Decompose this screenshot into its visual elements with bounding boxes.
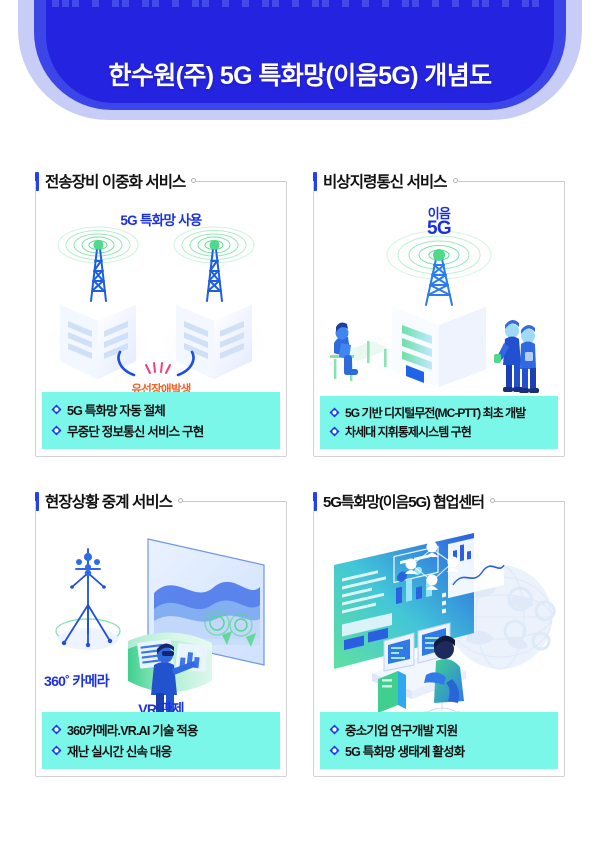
card-bullet-list: 중소기업 연구개발 지원 5G 특화망 생태계 활성화 — [320, 711, 558, 769]
card-title: 5G특화망(이음5G) 협업센터 — [323, 493, 485, 511]
card-field-relay: 현장상황 중계 서비스 — [35, 488, 287, 777]
card-bullet-list: 5G 특화망 자동 절체 무중단 정보통신 서비스 구현 — [42, 391, 280, 449]
diamond-bullet-icon — [329, 426, 340, 436]
bullet-text: 5G 특화망 자동 절체 — [67, 404, 166, 418]
list-item: 360카메라.VR.AI 기술 적용 — [51, 720, 271, 739]
card-collaboration-center: 5G특화망(이음5G) 협업센터 — [313, 488, 565, 777]
bullet-text: 중소기업 연구개발 지원 — [345, 724, 458, 738]
list-item: 5G 기반 디지털무전(MC-PTT) 최초 개발 — [329, 404, 549, 421]
diamond-bullet-icon — [51, 404, 62, 415]
title-accent-bar — [35, 171, 39, 191]
card-connector-line — [452, 178, 565, 183]
illustration-360-camera-vr — [36, 513, 286, 719]
connector-node-icon — [489, 498, 495, 503]
card-title: 비상지령통신 서비스 — [323, 174, 448, 191]
card-body: 5G 특화망 사용 유선장애발생 5G 특화망 자동 절체 무중단 정보통신 서… — [35, 181, 287, 457]
bullet-text: 차세대 지휘통제시스템 구현 — [345, 424, 472, 439]
connector-node-icon — [191, 178, 197, 183]
card-transmission-redundancy: 전송장비 이중화 서비스 — [35, 168, 287, 457]
list-item: 차세대 지휘통제시스템 구현 — [329, 423, 549, 440]
diamond-bullet-icon — [51, 425, 62, 435]
title-accent-bar — [35, 491, 39, 511]
list-item: 재난 실시간 신속 대응 — [51, 741, 271, 760]
title-accent-bar — [313, 171, 317, 191]
card-connector-line — [489, 498, 565, 503]
illustration-command-tower — [314, 193, 564, 399]
connector-node-icon — [452, 178, 458, 183]
list-item: 무중단 정보통신 서비스 구현 — [51, 421, 271, 440]
art-label-ieum: 이음 — [427, 206, 451, 221]
card-emergency-command: 비상지령통신 서비스 — [313, 168, 565, 457]
diamond-bullet-icon — [329, 745, 340, 755]
card-body: 중소기업 연구개발 지원 5G 특화망 생태계 활성화 — [313, 501, 565, 777]
art-label-5g: 5G — [427, 218, 452, 239]
bullet-text: 무중단 정보통신 서비스 구현 — [67, 424, 204, 439]
card-header: 전송장비 이중화 서비스 — [35, 168, 287, 194]
card-header: 현장상황 중계 서비스 — [35, 488, 287, 514]
art-label-network-usage: 5G 특화망 사용 — [120, 213, 202, 228]
illustration-dual-towers — [36, 193, 286, 399]
bullet-text: 360카메라.VR.AI 기술 적용 — [67, 724, 199, 738]
card-header: 비상지령통신 서비스 — [313, 168, 565, 194]
bullet-text: 재난 실시간 신속 대응 — [67, 744, 172, 759]
diamond-bullet-icon — [329, 724, 340, 735]
diamond-bullet-icon — [51, 724, 62, 735]
card-connector-line — [178, 498, 287, 503]
page-title: 한수원(주) 5G 특화망(이음5G) 개념도 — [108, 62, 492, 90]
card-title: 현장상황 중계 서비스 — [45, 494, 173, 511]
list-item: 5G 특화망 자동 절체 — [51, 400, 271, 419]
card-bullet-list: 360카메라.VR.AI 기술 적용 재난 실시간 신속 대응 — [42, 711, 280, 769]
card-bullet-list: 5G 기반 디지털무전(MC-PTT) 최초 개발 차세대 지휘통제시스템 구현 — [320, 395, 558, 449]
bullet-text: 5G 기반 디지털무전(MC-PTT) 최초 개발 — [345, 406, 526, 420]
diamond-bullet-icon — [329, 407, 340, 418]
list-item: 5G 특화망 생태계 활성화 — [329, 741, 549, 760]
connector-node-icon — [178, 498, 184, 503]
list-item: 중소기업 연구개발 지원 — [329, 720, 549, 739]
illustration-collaboration-center — [314, 513, 564, 719]
title-accent-bar — [313, 491, 317, 511]
bullet-text: 5G 특화망 생태계 활성화 — [345, 744, 465, 759]
diamond-bullet-icon — [51, 745, 62, 755]
card-header: 5G특화망(이음5G) 협업센터 — [313, 488, 565, 514]
card-body: 이음 5G 5G 기반 디지털무전(MC-PTT) 최초 개발 차세대 지휘통제… — [313, 181, 565, 457]
page-header: 한수원(주) 5G 특화망(이음5G) 개념도 — [0, 0, 600, 128]
card-title: 전송장비 이중화 서비스 — [45, 174, 186, 191]
card-connector-line — [191, 178, 287, 183]
header-pixel-pattern — [46, 0, 554, 52]
art-label-360-camera: 360˚ 카메라 — [44, 673, 110, 689]
card-body: 360˚ 카메라 VR 관제 360카메라.VR.AI 기술 적용 재난 실시간… — [35, 501, 287, 777]
header-shape-inner — [46, 0, 554, 103]
